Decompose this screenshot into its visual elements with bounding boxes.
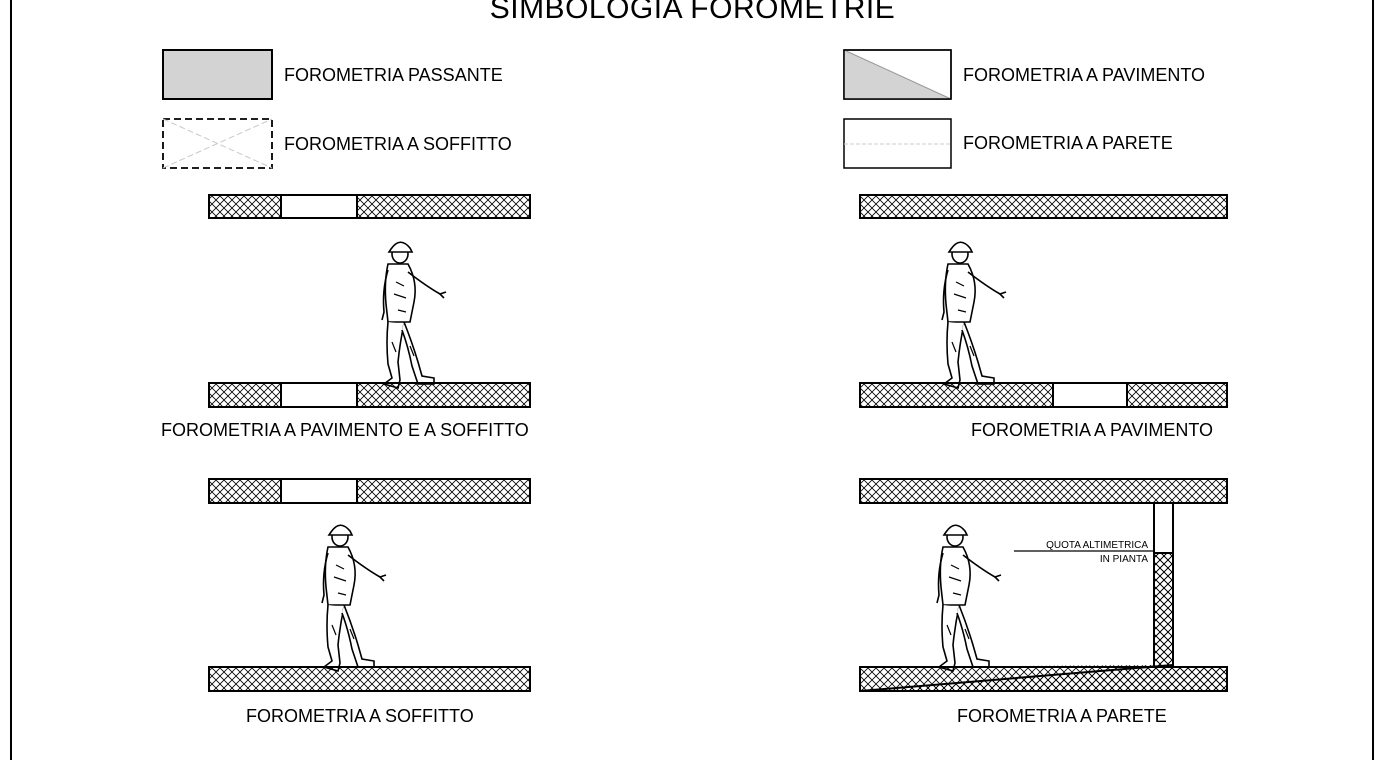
caption-pavimento-soffitto: FOROMETRIA A PAVIMENTO E A SOFFITTO xyxy=(161,420,529,440)
legend-symbol-pavimento xyxy=(843,49,952,100)
worker-figure xyxy=(936,524,1002,672)
worker-figure xyxy=(941,241,1007,389)
page-title: SIMBOLOGIA FOROMETRIE xyxy=(489,0,896,25)
legend-label-pavimento: FOROMETRIA A PAVIMENTO xyxy=(963,65,1206,85)
legend-label-passante: FOROMETRIA PASSANTE xyxy=(284,65,503,85)
worker-figure xyxy=(321,524,387,672)
legend-label-parete: FOROMETRIA A PARETE xyxy=(963,133,1173,153)
panel-pavimento-soffitto xyxy=(208,194,531,408)
worker-figure xyxy=(381,241,447,389)
legend-symbol-soffitto xyxy=(162,118,273,169)
caption-soffitto: FOROMETRIA A SOFFITTO xyxy=(246,706,474,726)
panel-pavimento xyxy=(859,194,1228,408)
caption-pavimento: FOROMETRIA A PAVIMENTO xyxy=(971,420,1214,440)
legend-symbol-passante xyxy=(162,49,273,100)
panel-soffitto xyxy=(208,478,531,692)
caption-parete: FOROMETRIA A PARETE xyxy=(957,706,1167,726)
annotation-quota-line1: QUOTA ALTIMETRICA xyxy=(1046,540,1148,551)
annotation-quota-line2: IN PIANTA xyxy=(1099,554,1148,565)
legend-symbol-parete xyxy=(843,118,952,169)
panel-parete xyxy=(859,478,1228,692)
legend-label-soffitto: FOROMETRIA A SOFFITTO xyxy=(284,134,512,154)
